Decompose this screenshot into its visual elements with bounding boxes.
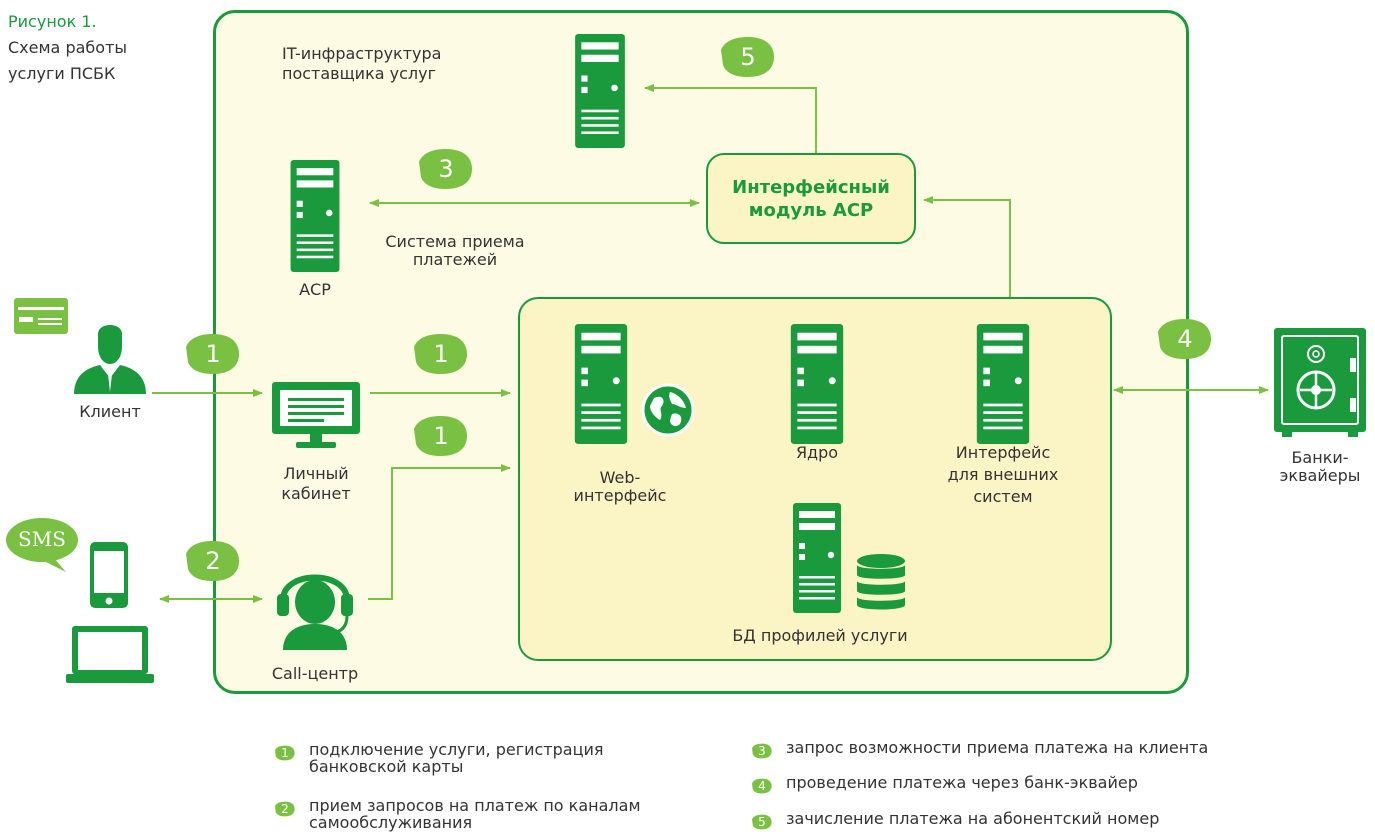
web-label-line1: Web- bbox=[599, 468, 641, 487]
payment-system-label-line2: платежей bbox=[412, 250, 498, 269]
ext-label-line3: систем bbox=[973, 487, 1033, 506]
legend-number: 4 bbox=[758, 779, 766, 793]
server-icon bbox=[575, 34, 625, 148]
server-icon bbox=[793, 503, 841, 613]
phone-icon bbox=[90, 542, 128, 608]
legend-item: 2 прием запросов на платеж по каналам са… bbox=[275, 797, 641, 831]
client-label: Клиент bbox=[79, 402, 141, 421]
legend-item: 4 проведение платежа через банк-эквайер bbox=[752, 774, 1138, 796]
legend-number: 5 bbox=[758, 815, 766, 829]
client-person-icon bbox=[74, 325, 146, 394]
server-icon bbox=[790, 324, 844, 444]
legend-text-line1: подключение услуги, регистрация bbox=[309, 740, 604, 759]
legend-text-line1: зачисление платежа на абонентский номер bbox=[786, 809, 1160, 828]
cabinet-label-line1: Личный bbox=[283, 464, 349, 483]
legend-text-line2: самообслуживания bbox=[309, 813, 473, 832]
legend-text-line1: запрос возможности приема платежа на кли… bbox=[786, 738, 1209, 757]
step-badge-1c: 1 bbox=[414, 415, 468, 457]
legend-number: 3 bbox=[758, 744, 766, 758]
infra-label-line1: IT-инфраструктура bbox=[282, 44, 442, 63]
legend-text-line1: проведение платежа через банк-эквайер bbox=[786, 773, 1138, 792]
core-label: Ядро bbox=[795, 443, 839, 462]
asr-label: АСР bbox=[299, 280, 331, 299]
interface-module-box: Интерфейсный модуль АСР bbox=[706, 153, 916, 244]
figure-title-line1: Схема работы bbox=[8, 38, 128, 57]
legend-item: 3 запрос возможности приема платежа на к… bbox=[752, 739, 1208, 761]
server-icon bbox=[574, 324, 628, 444]
legend-text-line2: банковской карты bbox=[309, 757, 464, 776]
step-badge-2: 2 bbox=[186, 540, 240, 582]
sms-bubble-icon bbox=[6, 518, 78, 572]
figure-label: Рисунок 1. bbox=[8, 12, 97, 31]
banks-label-line1: Банки- bbox=[1291, 448, 1349, 467]
payment-system-label-line1: Система приема bbox=[385, 232, 525, 251]
arrow-callcenter-inner bbox=[368, 464, 511, 600]
step-badge-5: 5 bbox=[721, 36, 775, 78]
infra-label-line2: поставщика услуг bbox=[282, 64, 436, 83]
step-badge-1a: 1 bbox=[186, 333, 240, 375]
monitor-icon bbox=[272, 382, 360, 448]
arrow-5 bbox=[644, 84, 817, 153]
legend-number: 1 bbox=[281, 746, 289, 760]
step-badge-4: 4 bbox=[1158, 318, 1212, 360]
ext-label-line2: для внешних bbox=[947, 465, 1059, 484]
safe-icon bbox=[1274, 328, 1366, 437]
module-label-line1: Интерфейсный bbox=[732, 176, 890, 198]
call-center-label: Call-центр bbox=[271, 664, 359, 683]
figure-title-line2: услуги ПСБК bbox=[8, 64, 116, 83]
banks-label-line2: эквайеры bbox=[1279, 466, 1361, 485]
laptop-icon bbox=[66, 626, 154, 683]
globe-icon bbox=[641, 383, 695, 437]
sms-label: SMS bbox=[18, 527, 66, 551]
step-badge-1b: 1 bbox=[414, 333, 468, 375]
legend-item: 1 подключение услуги, регистрация банков… bbox=[275, 741, 604, 775]
server-icon bbox=[290, 160, 340, 272]
db-label: БД профилей услуги bbox=[732, 626, 908, 645]
database-icon bbox=[857, 554, 905, 610]
legend-number: 2 bbox=[281, 802, 289, 816]
legend-text-line1: прием запросов на платеж по каналам bbox=[309, 796, 641, 815]
arrow-to-module bbox=[923, 196, 1011, 297]
cabinet-label-line2: кабинет bbox=[281, 484, 351, 503]
step-badge-3: 3 bbox=[419, 148, 473, 190]
module-label-line2: модуль АСР bbox=[748, 199, 874, 221]
server-icon bbox=[976, 324, 1030, 444]
headset-operator-icon bbox=[277, 574, 353, 650]
web-label-line2: интерфейс bbox=[573, 486, 667, 505]
ext-label-line1: Интерфейс bbox=[955, 443, 1051, 462]
credit-card-icon bbox=[14, 298, 68, 334]
legend-item: 5 зачисление платежа на абонентский номе… bbox=[752, 810, 1159, 832]
